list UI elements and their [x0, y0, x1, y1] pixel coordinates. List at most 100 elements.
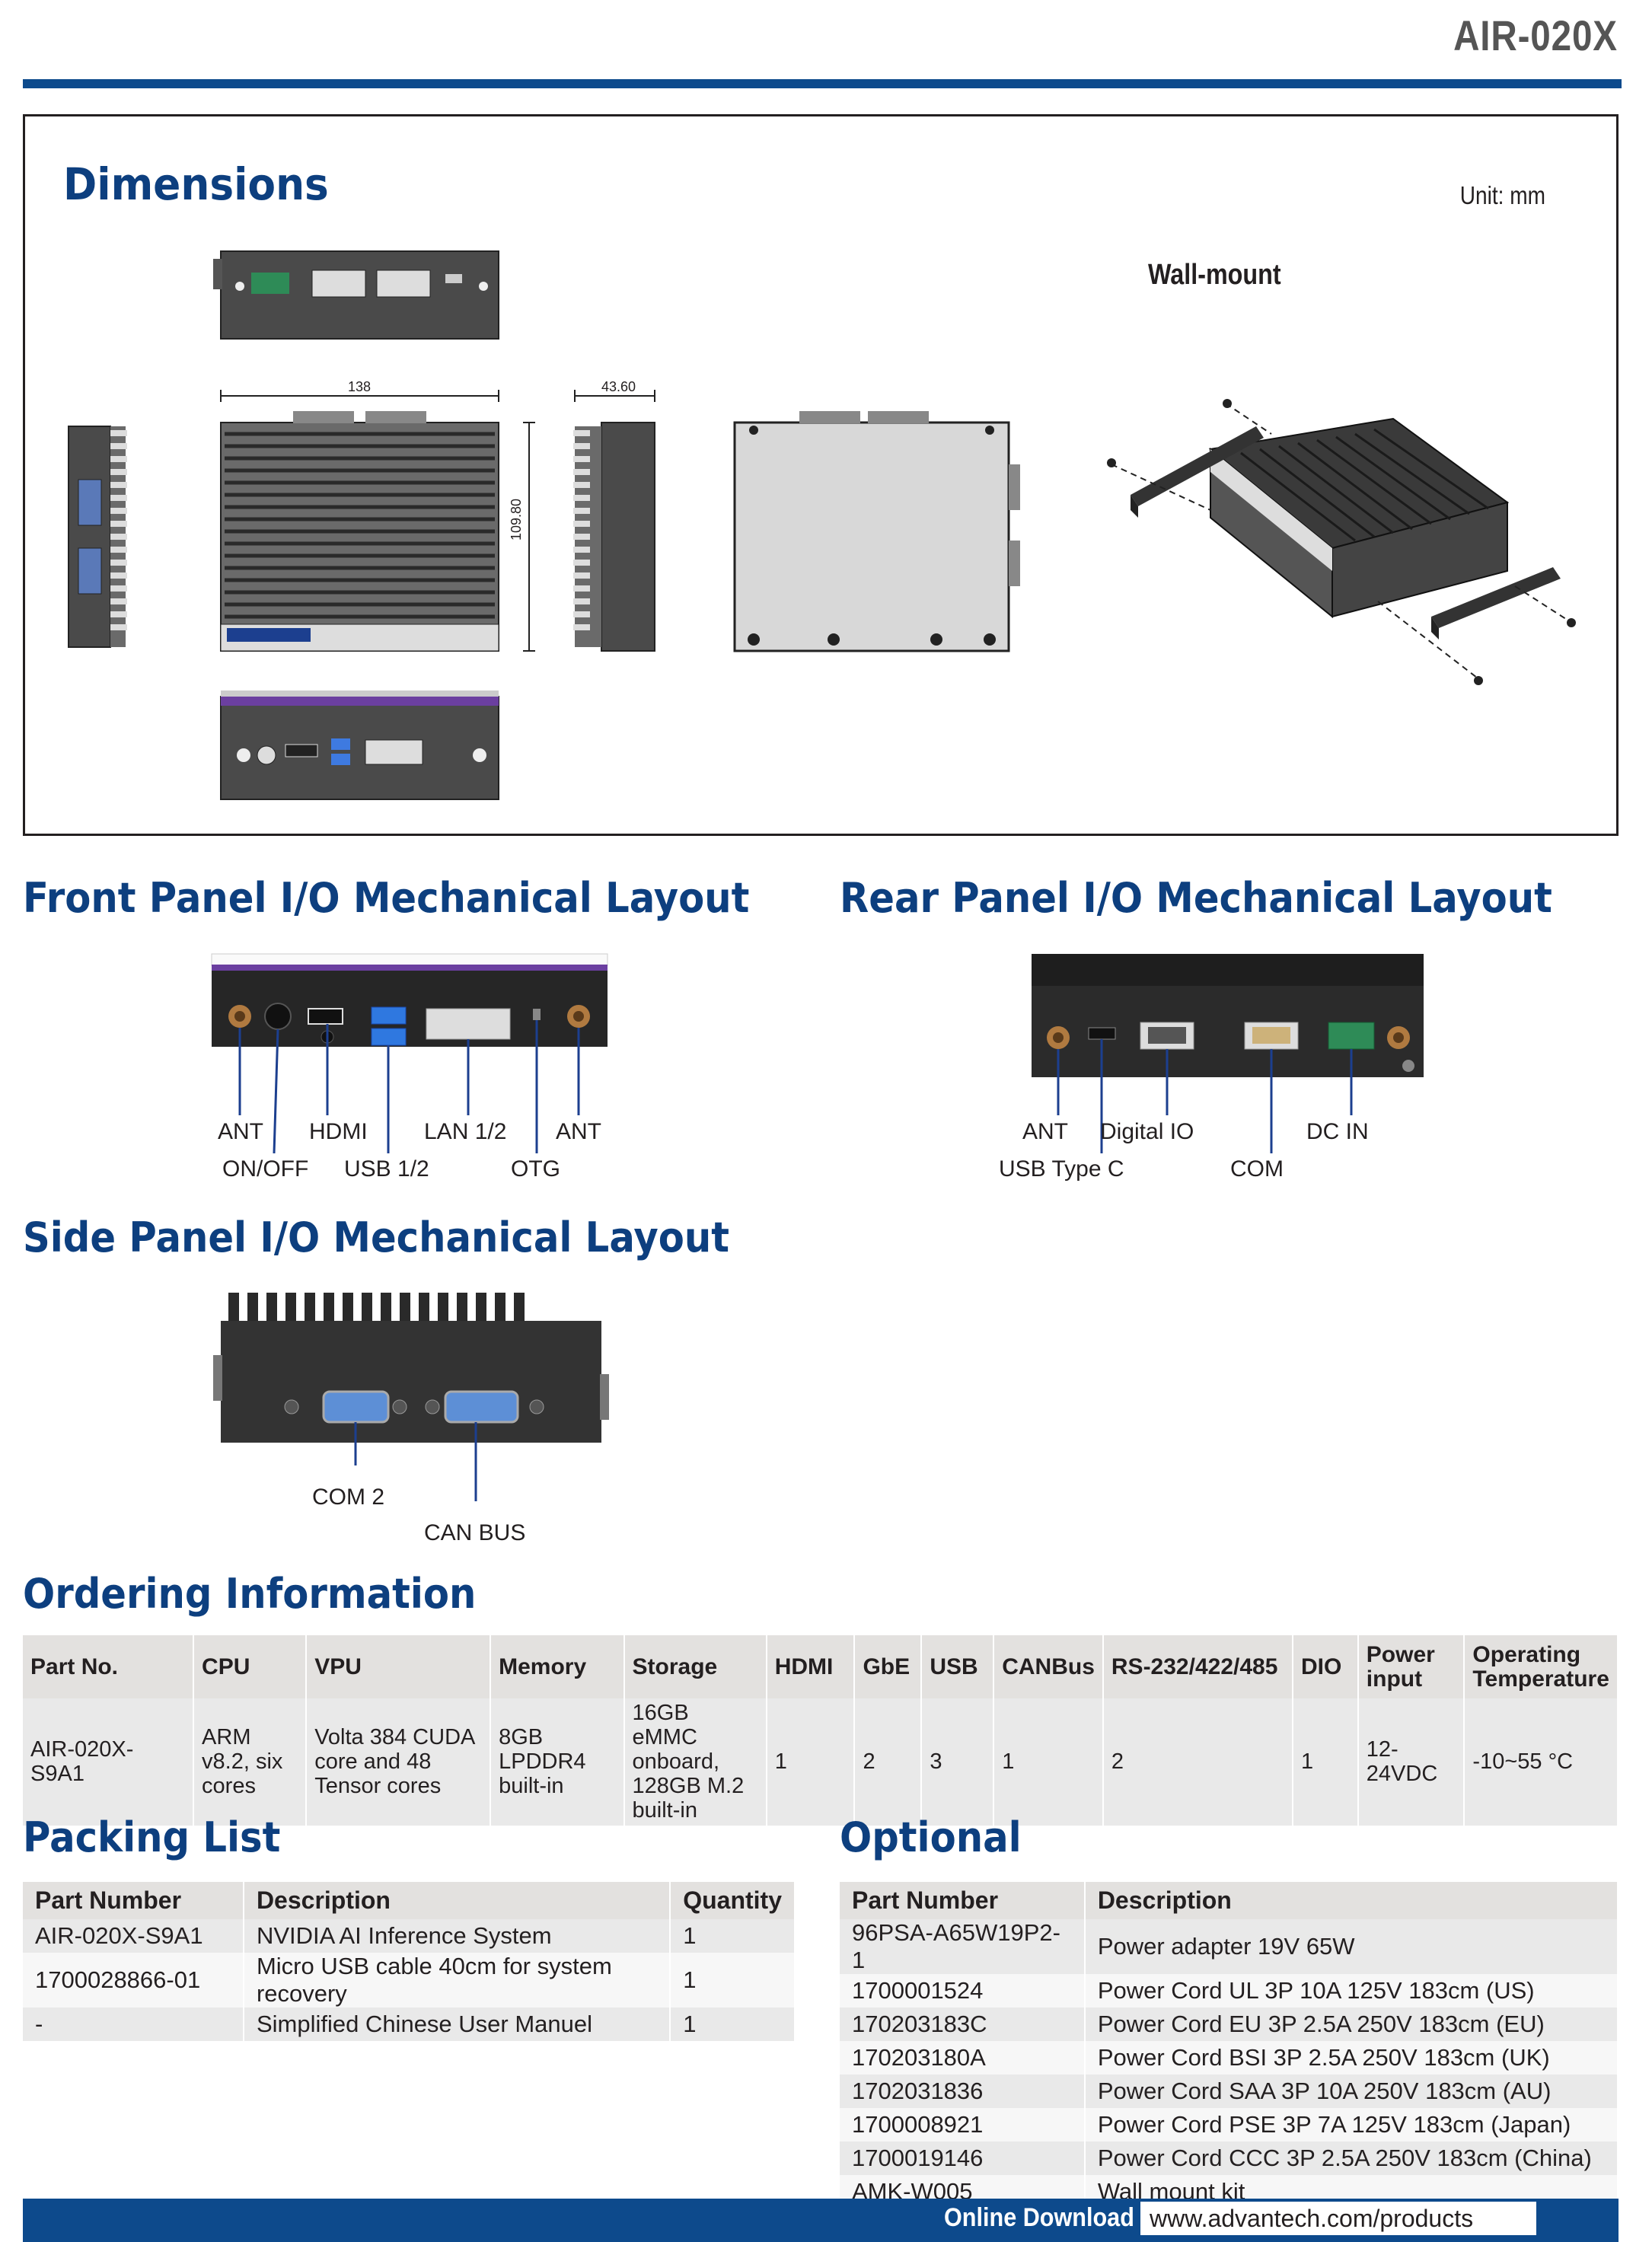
col-description: Description [243, 1882, 671, 1919]
front-view-drawing [220, 690, 499, 800]
cell-part-number: - [23, 2008, 244, 2041]
header-rule [23, 79, 1622, 88]
height-dimension: 109.80 [509, 498, 524, 541]
cell-part-number: 1700028866-01 [23, 1953, 244, 2008]
table-row: - Simplified Chinese User Manuel 1 [23, 2008, 796, 2041]
table-row: AIR-020X-S9A1 ARM v8.2, six cores Volta … [23, 1698, 1619, 1826]
cell-quantity: 1 [670, 2008, 796, 2041]
wall-mount-drawing [1107, 399, 1576, 685]
cell-part-number: 96PSA-A65W19P2-1 [840, 1919, 1086, 1974]
table-row: AIR-020X-S9A1 NVIDIA AI Inference System… [23, 1919, 796, 1953]
side-panel-drawing [213, 1293, 609, 1501]
optional-table: Part Number Description 96PSA-A65W19P2-1… [840, 1882, 1619, 2209]
col-power-input: Power input [1357, 1635, 1465, 1698]
wall-mount-label: Wall-mount [1148, 259, 1281, 291]
table-row: 1700028866-01 Micro USB cable 40cm for s… [23, 1953, 796, 2008]
bottom-view-drawing [733, 411, 1020, 652]
cell-description: Power adapter 19V 65W [1084, 1919, 1619, 1974]
col-part-number: Part Number [840, 1882, 1086, 1919]
download-url-link[interactable]: www.advantech.com/products [1140, 2202, 1536, 2235]
online-download-label: Online Download [944, 2203, 1134, 2232]
front-callout-usb: USB 1/2 [344, 1156, 429, 1182]
cell-rs232: 2 [1102, 1698, 1293, 1826]
side-callout-can-bus: CAN BUS [424, 1520, 526, 1545]
right-side-drawing [573, 390, 655, 652]
packing-heading: Packing List [23, 1813, 281, 1861]
cell-memory: 8GB LPDDR4 built-in [490, 1698, 625, 1826]
cell-description: Simplified Chinese User Manuel [243, 2008, 671, 2041]
front-callout-otg: OTG [511, 1156, 560, 1182]
width-dimension: 138 [348, 379, 372, 394]
dimensions-heading: Dimensions [63, 158, 329, 210]
cell-part-number: 1700019146 [840, 2142, 1086, 2175]
col-description: Description [1084, 1882, 1619, 1919]
front-callout-ant-right: ANT [556, 1119, 601, 1144]
cell-description: Power Cord UL 3P 10A 125V 183cm (US) [1084, 1974, 1619, 2008]
col-memory: Memory [490, 1635, 625, 1698]
side-panel-heading: Side Panel I/O Mechanical Layout [23, 1213, 729, 1261]
rear-callout-ant: ANT [1022, 1119, 1068, 1144]
model-title: AIR-020X [1453, 11, 1618, 59]
cell-description: Power Cord PSE 3P 7A 125V 183cm (Japan) [1084, 2108, 1619, 2142]
cell-description: Micro USB cable 40cm for system recovery [243, 1953, 671, 2008]
col-vpu: VPU [306, 1635, 492, 1698]
rear-panel-drawing [1032, 954, 1424, 1153]
side-callout-com2: COM 2 [312, 1485, 385, 1510]
depth-dimension: 43.60 [601, 379, 636, 394]
cell-description: Power Cord EU 3P 2.5A 250V 183cm (EU) [1084, 2008, 1619, 2041]
front-callout-hdmi: HDMI [309, 1119, 368, 1144]
cell-dio: 1 [1292, 1698, 1359, 1826]
front-panel-heading: Front Panel I/O Mechanical Layout [23, 874, 750, 922]
cell-vpu: Volta 384 CUDA core and 48 Tensor cores [306, 1698, 492, 1826]
unit-label: Unit: mm [1459, 181, 1545, 209]
cell-quantity: 1 [670, 1919, 796, 1953]
cell-description: Power Cord SAA 3P 10A 250V 183cm (AU) [1084, 2075, 1619, 2108]
cell-part-number: 1700008921 [840, 2108, 1086, 2142]
dimension-drawings [68, 250, 1576, 800]
rear-callout-usb-type-c: USB Type C [999, 1156, 1124, 1182]
cell-power-input: 12-24VDC [1357, 1698, 1465, 1826]
packing-table: Part Number Description Quantity AIR-020… [23, 1882, 796, 2041]
ordering-heading: Ordering Information [23, 1570, 477, 1618]
rear-callout-dc-in: DC IN [1306, 1119, 1369, 1144]
rear-panel-heading: Rear Panel I/O Mechanical Layout [840, 874, 1552, 922]
col-cpu: CPU [193, 1635, 308, 1698]
packing-header-row: Part Number Description Quantity [23, 1882, 796, 1919]
cell-part-number: 170203183C [840, 2008, 1086, 2041]
cell-part-number: 1702031836 [840, 2075, 1086, 2108]
col-gbe: GbE [854, 1635, 923, 1698]
col-hdmi: HDMI [766, 1635, 856, 1698]
front-callout-onoff: ON/OFF [222, 1156, 309, 1182]
cell-storage: 16GB eMMC onboard, 128GB M.2 built-in [623, 1698, 767, 1826]
rear-callout-com: COM [1230, 1156, 1284, 1182]
cell-part-number: AIR-020X-S9A1 [23, 1919, 244, 1953]
col-part-number: Part Number [23, 1882, 244, 1919]
col-quantity: Quantity [670, 1882, 796, 1919]
optional-header-row: Part Number Description [840, 1882, 1619, 1919]
col-canbus: CANBus [993, 1635, 1104, 1698]
front-panel-drawing [211, 953, 608, 1154]
cell-description: Power Cord BSI 3P 2.5A 250V 183cm (UK) [1084, 2041, 1619, 2075]
cell-description: NVIDIA AI Inference System [243, 1919, 671, 1953]
plan-view-drawing [220, 390, 535, 652]
cell-operating-temp: -10~55 °C [1464, 1698, 1619, 1826]
cell-canbus: 1 [993, 1698, 1104, 1826]
col-operating-temp: Operating Temperature [1464, 1635, 1619, 1698]
dimensions-panel [23, 114, 1619, 836]
ordering-header-row: Part No. CPU VPU Memory Storage HDMI GbE… [23, 1635, 1619, 1698]
optional-heading: Optional [840, 1813, 1022, 1861]
col-part-no: Part No. [23, 1635, 195, 1698]
cell-quantity: 1 [670, 1953, 796, 2008]
cell-part-number: 1700001524 [840, 1974, 1086, 2008]
cell-part-no: AIR-020X-S9A1 [23, 1698, 195, 1826]
left-side-drawing [68, 426, 127, 648]
rear-callout-digital-io: Digital IO [1100, 1119, 1194, 1144]
col-usb: USB [921, 1635, 995, 1698]
